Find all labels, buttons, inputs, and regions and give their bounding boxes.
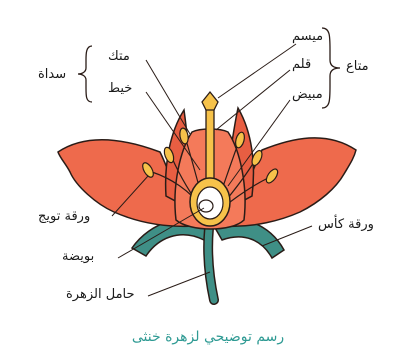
- label-pistil: متاع: [346, 60, 369, 73]
- label-anther: متك: [108, 50, 130, 63]
- label-style: قلم: [292, 58, 311, 71]
- label-petal: ورقة تويج: [38, 210, 90, 223]
- pistil-brace: [322, 28, 340, 108]
- label-receptacle: حامل الزهرة: [66, 288, 135, 301]
- stigma: [202, 92, 218, 110]
- label-ovary: مبيض: [292, 88, 323, 101]
- label-ovule: بويضة: [62, 250, 94, 263]
- label-filament: خيط: [108, 82, 132, 95]
- stamen-brace: [78, 46, 92, 102]
- label-sepal: ورقة كأس: [318, 218, 374, 231]
- label-stamen: سداة: [38, 68, 66, 81]
- label-stigma: ميسم: [292, 30, 323, 43]
- style: [206, 108, 214, 180]
- diagram-caption: رسم توضيحي لزهرة خنثى: [0, 329, 416, 345]
